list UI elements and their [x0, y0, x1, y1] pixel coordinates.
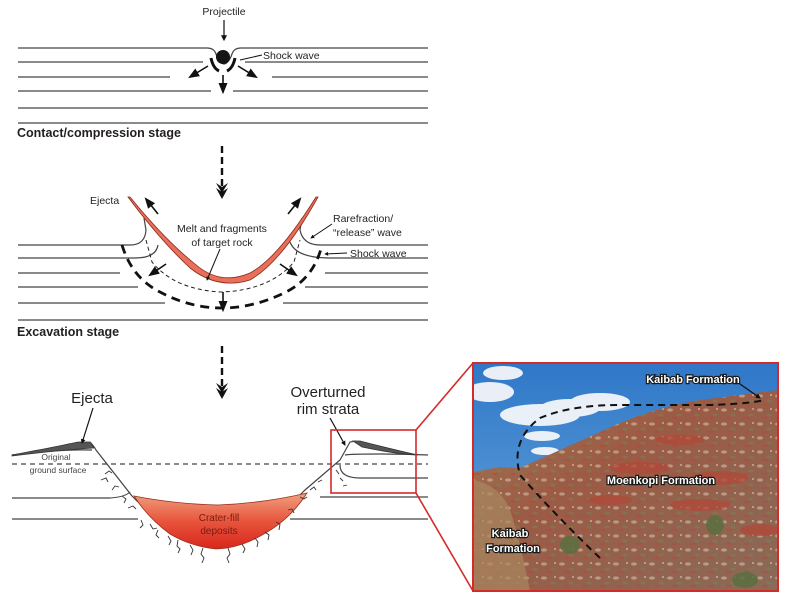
- fold-trace-line: [516, 399, 766, 559]
- photo-frame: [472, 362, 779, 592]
- shock-wave-label: Shock wave: [263, 50, 320, 62]
- surface-line: [18, 47, 428, 65]
- crater-fill-deposits: [133, 492, 308, 550]
- melt-label-line1: Melt and fragments: [177, 223, 267, 235]
- inset-connector-top: [415, 362, 474, 431]
- shock-wave-pointer-2: [324, 251, 348, 256]
- ejecta-label-final: Ejecta: [71, 390, 113, 407]
- fracture-marks: [100, 469, 348, 564]
- ejecta-arrow-left: [144, 197, 159, 215]
- stage-title-excavation: Excavation stage: [17, 325, 119, 339]
- shock-wave-arc: [226, 57, 237, 73]
- projectile-icon: [216, 50, 230, 64]
- ground-surface-label-line1: Original: [41, 452, 70, 462]
- ejecta-blanket-left: [11, 441, 95, 457]
- excavation-stage-panel: Ejecta Melt and fragments of target rock…: [17, 195, 428, 339]
- photo-red-ledges: [588, 435, 778, 536]
- transition-arrow-2: [216, 346, 228, 399]
- rarefaction-label-line1: Rarefraction/: [333, 213, 393, 225]
- stratum-line: [18, 244, 159, 259]
- rarefaction-label-line2: “release” wave: [333, 227, 402, 239]
- ejecta-blanket-right: [351, 440, 419, 456]
- crater-fill-label-line1: Crater-fill: [199, 513, 240, 524]
- outward-arrow-left: [148, 263, 167, 277]
- kaibab-formation-bottom-label-line2: Formation: [486, 543, 540, 555]
- field-photo: Kaibab Formation Moenkopi Formation Kaib…: [472, 362, 779, 592]
- shock-wave-label-2: Shock wave: [350, 248, 407, 260]
- kaibab-formation-top-label: Kaibab Formation: [646, 374, 740, 386]
- stratum-line: [299, 217, 428, 246]
- moenkopi-formation-label: Moenkopi Formation: [607, 475, 715, 487]
- contact-stage-panel: Projectile Shock wave Contact/compressio…: [17, 6, 428, 140]
- ejecta-arrow-right: [287, 197, 302, 215]
- overturned-label-line1: Overturned: [290, 384, 365, 401]
- kaibab-formation-bottom-label-line1: Kaibab: [492, 528, 529, 540]
- ejecta-pointer-final: [80, 407, 94, 444]
- stratum-line: [109, 491, 131, 499]
- overturned-stratum: [339, 464, 428, 479]
- ejecta-label: Ejecta: [90, 195, 119, 207]
- ground-surface-label-line2: ground surface: [30, 465, 87, 475]
- transition-arrow-1: [216, 146, 228, 199]
- melt-pointer: [206, 248, 221, 281]
- rarefaction-pointer: [310, 223, 333, 239]
- inset-connector-bottom: [415, 492, 474, 592]
- outward-arrow-right: [237, 65, 258, 79]
- photo-shrubs: [560, 515, 758, 588]
- overturned-pointer: [329, 417, 346, 446]
- inset-highlight-box: [330, 429, 417, 494]
- final-crater-panel: Crater-fill deposits Original ground sur…: [11, 362, 474, 592]
- melt-label-line2: of target rock: [191, 237, 253, 249]
- outward-arrow-left: [188, 65, 209, 79]
- photo-kaibab-lower: [473, 480, 530, 591]
- shock-wave-pointer: [239, 54, 263, 61]
- projectile-label: Projectile: [202, 6, 245, 18]
- melt-lining: [127, 196, 319, 284]
- overturned-label-line2: rim strata: [297, 401, 360, 418]
- outward-arrow-right: [279, 263, 298, 277]
- crater-fill-label-line2: deposits: [200, 526, 237, 537]
- rarefaction-wave-front: [145, 239, 301, 293]
- stratum-line: [18, 217, 147, 246]
- kaibab-top-pointer: [739, 383, 761, 399]
- stage-title-contact: Contact/compression stage: [17, 126, 181, 140]
- stratum-line: [289, 241, 428, 259]
- shock-wave-arc: [209, 57, 220, 73]
